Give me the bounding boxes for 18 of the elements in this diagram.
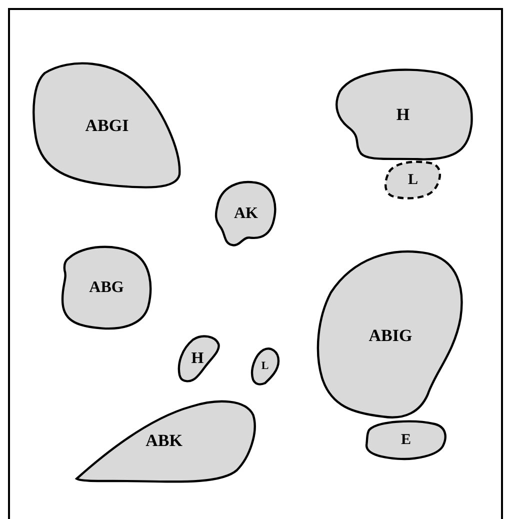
region-label: ABK <box>146 432 182 449</box>
region-blob <box>214 180 278 247</box>
region-blob <box>365 420 447 460</box>
region-label: E <box>400 432 411 448</box>
region-label: ABGI <box>85 116 129 134</box>
region-blob <box>175 335 220 382</box>
region-blob <box>60 245 153 330</box>
region-label: H <box>396 106 410 123</box>
region-label: L <box>408 172 418 188</box>
region-label: H <box>191 350 204 366</box>
region-blob <box>73 398 255 483</box>
region-blob <box>250 348 280 385</box>
region-label: ABG <box>89 280 124 296</box>
region-label: AK <box>234 206 258 222</box>
region-blob <box>33 60 181 190</box>
region-label: ABIG <box>368 326 412 344</box>
region-label: L <box>261 361 269 372</box>
region-blob <box>383 160 443 200</box>
